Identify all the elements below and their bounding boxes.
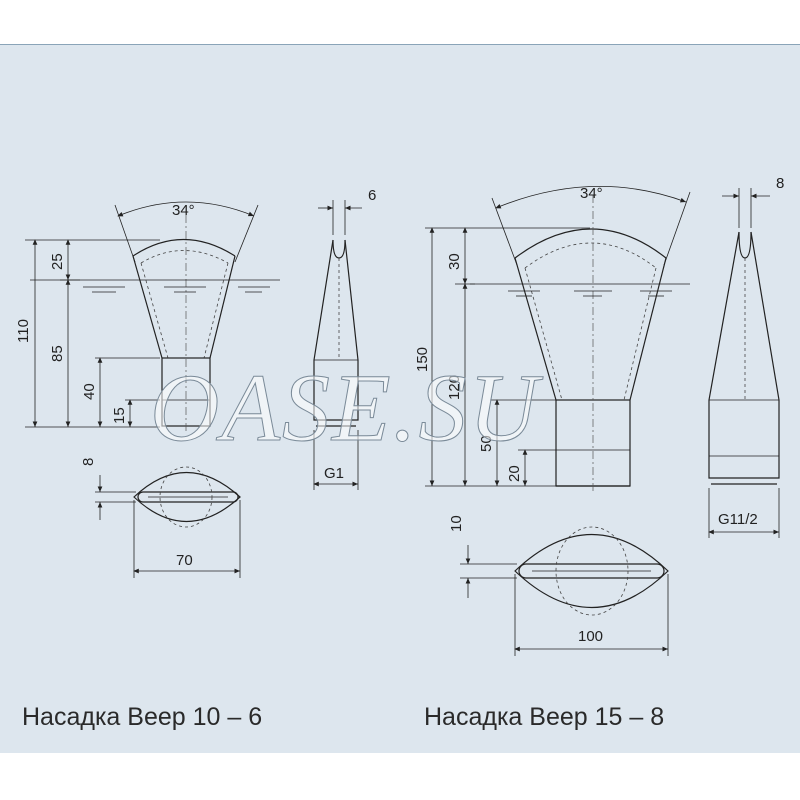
right-dim-neck: 50 [478,435,495,452]
right-side-view: 8 G11/2 [708,175,784,538]
right-dim-mid: 120 [446,375,463,400]
left-thread-label: G1 [324,465,344,482]
right-dim-thread-h: 20 [506,465,523,482]
right-front-view: 34° [470,185,691,492]
right-thread-label: G11/2 [718,511,758,528]
left-vertical-dims: 110 25 85 40 15 [15,239,160,428]
left-dim-total: 110 [15,319,32,343]
left-width-label: 70 [176,552,193,569]
left-dim-mid: 85 [49,345,66,362]
watermark: OASE.SU [150,354,544,461]
left-angle-label: 34° [172,202,195,219]
right-nozzle-caption: Насадка Веер 15 – 8 [424,703,665,731]
right-side-slot: 8 [776,175,784,192]
right-vertical-dims: 150 30 120 50 20 [414,227,590,487]
left-dim-thread-h: 15 [111,407,128,424]
left-side-view: 6 G1 [313,187,376,490]
right-top-view: 10 100 [448,515,669,656]
left-nozzle-caption: Насадка Веер 10 – 6 [22,703,263,731]
left-side-slot: 6 [368,187,376,204]
left-dim-neck: 40 [81,383,98,400]
right-dim-top: 30 [446,253,463,270]
right-dim-total: 150 [414,347,431,372]
right-angle-label: 34° [580,185,603,202]
left-top-view: 8 70 [80,458,241,578]
left-slot-label: 8 [80,458,97,466]
drawing-panel [0,44,800,753]
left-front-view: 34° [30,201,280,432]
right-slot-label: 10 [448,515,465,532]
left-dim-top: 25 [49,253,66,270]
right-width-label: 100 [578,628,603,645]
